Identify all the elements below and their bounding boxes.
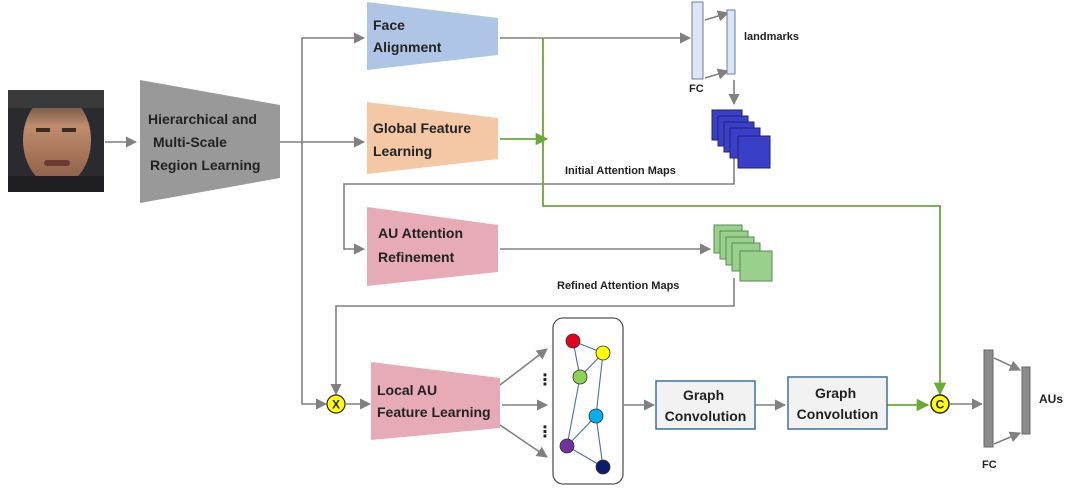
ellipsis-top: ⋮ xyxy=(537,372,553,389)
multiply-operator: X xyxy=(326,394,346,414)
svg-text:X: X xyxy=(332,398,340,412)
face-alignment-label: Face Alignment xyxy=(373,17,442,55)
global-feature-module xyxy=(367,102,498,174)
face-alignment-module xyxy=(367,2,498,70)
ellipsis-bottom: ⋮ xyxy=(537,424,553,441)
hierarchical-label: Hierarchical and Multi-Scale Region Lear… xyxy=(148,111,261,173)
refined-maps-label: Refined Attention Maps xyxy=(557,280,679,292)
input-face-photo xyxy=(8,90,104,192)
refined-attention-maps xyxy=(713,224,773,282)
graph-conv-1: Graph Convolution xyxy=(655,380,756,430)
fc-layer-bottom xyxy=(983,349,1031,448)
global-feature-label: Global Feature Learning xyxy=(373,120,475,159)
graph-nodes xyxy=(559,333,611,475)
gray-connectors xyxy=(105,10,1022,458)
graph-conv-2: Graph Convolution xyxy=(787,376,888,430)
svg-text:C: C xyxy=(936,398,945,412)
svg-text:Graph Convolution: Graph Convolution xyxy=(665,387,747,424)
au-refinement-label: AU Attention Refinement xyxy=(378,225,467,265)
svg-text:Graph Convolution: Graph Convolution xyxy=(797,385,879,422)
hierarchical-module xyxy=(140,80,280,203)
graph-node-red xyxy=(565,333,581,349)
initial-maps-label: Initial Attention Maps xyxy=(565,165,676,177)
au-refinement-module xyxy=(367,207,498,286)
concat-operator: C xyxy=(930,394,950,414)
graph-node-cyan xyxy=(588,408,604,424)
graph-node-purple xyxy=(559,438,575,454)
fc-layer-top xyxy=(691,1,736,80)
green-connectors xyxy=(500,38,947,412)
fc-top-label: FC xyxy=(689,83,704,95)
graph-node-green xyxy=(572,369,588,385)
local-au-label: Local AU Feature Learning xyxy=(377,382,491,420)
fc-bottom-label: FC xyxy=(982,459,997,471)
graph-node-yellow xyxy=(595,345,611,361)
graph-panel xyxy=(552,317,624,485)
local-au-module xyxy=(371,362,500,440)
aus-label: AUs xyxy=(1039,392,1063,406)
initial-attention-maps xyxy=(711,109,771,169)
landmarks-label: landmarks xyxy=(744,31,799,43)
graph-node-navy xyxy=(595,459,611,475)
